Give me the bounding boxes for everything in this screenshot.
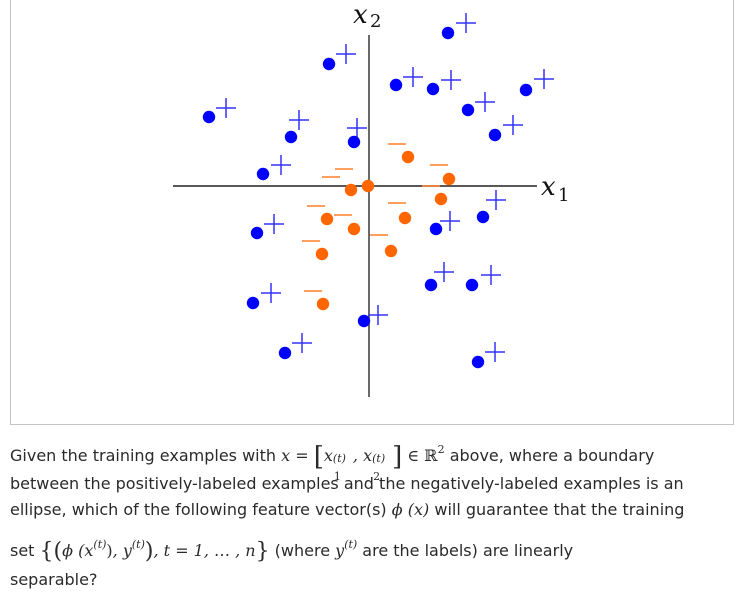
text: Given the training examples with (10, 446, 282, 465)
y-axis-label-sub: 2 (370, 11, 381, 32)
positive-point (347, 135, 361, 149)
math-x-eq: x = (281, 446, 309, 465)
math-y: y (335, 541, 345, 560)
positive-point (246, 296, 260, 310)
x-axis-label-sub: 1 (558, 185, 569, 206)
negative-point (434, 192, 448, 206)
question-line-2: between the positively-labeled examples … (10, 474, 684, 493)
math-in-r: ∈ ℝ (407, 446, 438, 465)
positive-point (357, 314, 371, 328)
negative-point (384, 244, 398, 258)
positive-point (519, 83, 533, 97)
math-x-vector: x = [x(t)1, x(t)2] ∈ ℝ2 (281, 443, 445, 483)
y-axis-label: x (353, 0, 368, 30)
positive-point (256, 167, 270, 181)
positive-point (322, 57, 336, 71)
math-set-expression: {(ϕ (x(t)), y(t)), t = 1, … , n} (39, 538, 270, 564)
positive-point (278, 346, 292, 360)
question-line-3: ellipse, which of the following feature … (10, 500, 732, 520)
x-axis-label: x (541, 172, 556, 202)
positive-point (461, 103, 475, 117)
positive-point (284, 130, 298, 144)
math-phi: ϕ (x (62, 541, 94, 560)
question-line-4: set {(ϕ (x(t)), y(t)), t = 1, … , n} (wh… (10, 535, 732, 564)
math-sup: (t) (344, 538, 358, 551)
positive-point (202, 110, 216, 124)
negative-point (347, 222, 361, 236)
text: set (10, 541, 40, 560)
math-y: y (122, 541, 132, 560)
math-tail: , t = 1, … , n (153, 541, 256, 560)
positive-point (441, 26, 455, 40)
negative-point (361, 179, 375, 193)
negative-point (398, 211, 412, 225)
text: (where (269, 541, 336, 560)
math-exp: 2 (437, 443, 445, 456)
positive-point (389, 78, 403, 92)
negative-point (320, 212, 334, 226)
math-phi-x: ϕ (x) (391, 500, 430, 519)
positive-point (471, 355, 485, 369)
negative-point (442, 172, 456, 186)
math-sup: (t) (93, 538, 107, 551)
question-line-5: separable? (10, 570, 98, 589)
positive-point (476, 210, 490, 224)
positive-point (465, 278, 479, 292)
question-line-1: Given the training examples with x = [x(… (10, 440, 732, 483)
negative-point (344, 183, 358, 197)
math-sup: (t) (372, 452, 386, 465)
math-sub: 2 (373, 470, 381, 483)
positive-point (426, 82, 440, 96)
text: above, where a boundary (444, 446, 655, 465)
negative-point (401, 150, 415, 164)
positive-point (488, 128, 502, 142)
math-sup: (t) (131, 538, 145, 551)
text: are the labels) are linearly (357, 541, 574, 560)
negative-point (315, 247, 329, 261)
negative-point (316, 297, 330, 311)
math-x2: x (363, 446, 373, 465)
positive-point (429, 222, 443, 236)
positive-point (424, 278, 438, 292)
math-x1: x (323, 446, 333, 465)
text: will guarantee that the training (429, 500, 685, 519)
positive-point (250, 226, 264, 240)
math-sub: 1 (333, 470, 341, 483)
math-sup: (t) (332, 452, 346, 465)
text: ellipse, which of the following feature … (10, 500, 392, 519)
